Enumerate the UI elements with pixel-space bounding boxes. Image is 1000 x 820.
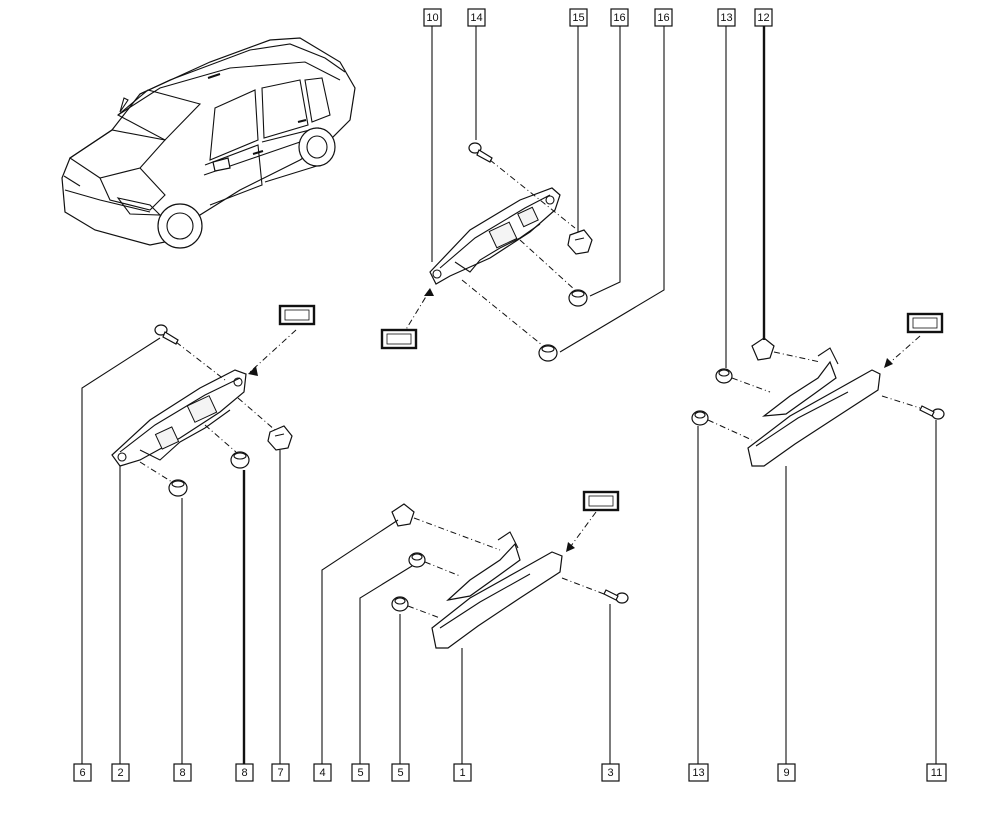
callout-5-b: 5 xyxy=(391,763,410,782)
handle-exterior-right xyxy=(747,347,881,467)
callout-10: 10 xyxy=(423,8,442,27)
svg-text:12: 12 xyxy=(757,12,769,24)
view-marker-left xyxy=(278,304,316,326)
svg-text:16: 16 xyxy=(613,12,625,24)
grommet-right-1 xyxy=(715,368,733,384)
svg-text:5: 5 xyxy=(357,767,363,779)
grommet-top-2 xyxy=(538,344,558,362)
callout-8-a: 8 xyxy=(173,763,192,782)
svg-text:4: 4 xyxy=(319,767,325,779)
svg-text:5: 5 xyxy=(397,767,403,779)
screw-left xyxy=(154,324,179,345)
clip-right xyxy=(751,337,775,361)
callout-11: 11 xyxy=(926,763,947,782)
callout-9: 9 xyxy=(777,763,796,782)
callout-16-a: 16 xyxy=(610,8,629,27)
view-marker-top xyxy=(380,328,418,350)
callout-13-bottom: 13 xyxy=(688,763,709,782)
svg-text:11: 11 xyxy=(931,767,942,779)
callout-16-b: 16 xyxy=(654,8,673,27)
grommet-top-1 xyxy=(568,289,588,307)
grommet-left-2 xyxy=(230,451,250,469)
svg-text:16: 16 xyxy=(657,12,669,24)
svg-text:7: 7 xyxy=(277,767,283,779)
callout-5-a: 5 xyxy=(351,763,370,782)
svg-text:2: 2 xyxy=(117,767,123,779)
view-marker-center xyxy=(582,490,620,512)
svg-text:8: 8 xyxy=(241,767,247,779)
svg-text:13: 13 xyxy=(692,767,704,779)
handle-bracket-left xyxy=(111,369,247,467)
clip-top xyxy=(567,229,593,255)
screw-center xyxy=(603,589,629,604)
callout-1: 1 xyxy=(453,763,472,782)
grommet-center-2 xyxy=(391,596,409,612)
clip-center xyxy=(391,503,415,527)
car-illustration xyxy=(61,37,356,249)
callout-15: 15 xyxy=(569,8,588,27)
grommet-right-2 xyxy=(691,410,709,426)
callout-14: 14 xyxy=(467,8,486,27)
svg-text:15: 15 xyxy=(572,12,584,24)
callout-7: 7 xyxy=(271,763,290,782)
grommet-left-1 xyxy=(168,479,188,497)
handle-exterior-center xyxy=(431,531,563,649)
svg-text:6: 6 xyxy=(79,767,85,779)
view-marker-right xyxy=(906,312,944,334)
svg-text:9: 9 xyxy=(783,767,789,779)
callout-4: 4 xyxy=(313,763,332,782)
svg-text:13: 13 xyxy=(720,12,732,24)
handle-bracket-top xyxy=(429,187,561,285)
screw-top xyxy=(468,142,493,163)
svg-text:8: 8 xyxy=(179,767,185,779)
arrow-head-icon xyxy=(424,288,434,296)
clip-left xyxy=(267,425,293,451)
svg-text:14: 14 xyxy=(470,12,482,24)
callout-13-top: 13 xyxy=(717,8,736,27)
grommet-center-1 xyxy=(408,552,426,568)
svg-text:1: 1 xyxy=(459,767,465,779)
arrow-head-icon xyxy=(566,542,575,552)
callout-12: 12 xyxy=(754,8,773,27)
callout-6: 6 xyxy=(73,763,92,782)
arrow-head-icon xyxy=(884,358,893,368)
screw-right xyxy=(919,405,945,420)
callout-2: 2 xyxy=(111,763,130,782)
callout-3: 3 xyxy=(601,763,620,782)
svg-text:3: 3 xyxy=(607,767,613,779)
svg-text:10: 10 xyxy=(426,12,438,24)
arrow-head-icon xyxy=(248,366,258,376)
callout-8-b: 8 xyxy=(235,763,254,782)
